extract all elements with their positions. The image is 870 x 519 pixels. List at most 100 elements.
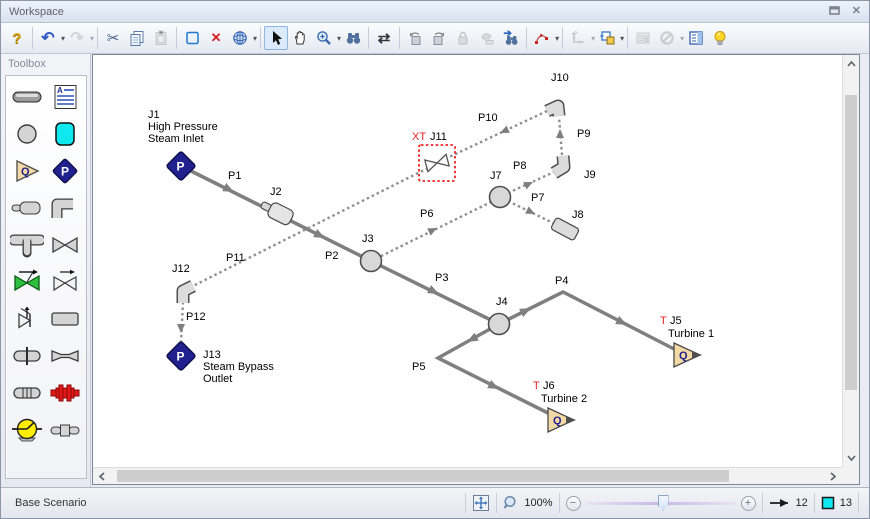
- junction-J10-bend[interactable]: [544, 99, 566, 117]
- horizontal-scroll-thumb[interactable]: [117, 470, 729, 482]
- label-P11[interactable]: P11: [226, 252, 245, 264]
- zoom-out-button[interactable]: −: [565, 495, 581, 511]
- label-J6-prefix[interactable]: T: [533, 380, 540, 392]
- redo-button[interactable]: ↷: [65, 26, 89, 50]
- tool-general-component[interactable]: [47, 306, 83, 332]
- label-P2[interactable]: P2: [325, 250, 338, 262]
- zoom-select-button[interactable]: [312, 26, 336, 50]
- label-P6[interactable]: P6: [420, 208, 433, 220]
- rotate-right-button[interactable]: [427, 26, 451, 50]
- label-J12[interactable]: J12: [172, 263, 190, 275]
- workspace-canvas[interactable]: P Q Q: [92, 54, 860, 485]
- delete-button[interactable]: ✕: [204, 26, 228, 50]
- zoom-in-button[interactable]: +: [740, 495, 756, 511]
- copy-button[interactable]: [125, 26, 149, 50]
- pipe-P8[interactable]: [507, 170, 555, 195]
- pipe-P6[interactable]: [370, 200, 492, 263]
- scroll-down-arrow[interactable]: [843, 451, 859, 465]
- tool-valve[interactable]: [47, 232, 83, 258]
- zoom-to-fit-button[interactable]: [472, 494, 490, 512]
- tool-control-valve[interactable]: [9, 269, 45, 295]
- pan-tool-button[interactable]: [288, 26, 312, 50]
- color-layers-button[interactable]: [595, 26, 619, 50]
- label-J5-prefix[interactable]: T: [660, 315, 667, 327]
- tool-heat-exchanger[interactable]: [47, 380, 83, 406]
- scroll-left-arrow[interactable]: [95, 468, 109, 484]
- tool-tee[interactable]: [9, 232, 45, 258]
- draw-polyline-button[interactable]: [530, 26, 554, 50]
- zoom-dropdown[interactable]: ▾: [337, 33, 342, 43]
- tool-pipe[interactable]: [9, 84, 45, 110]
- label-P8[interactable]: P8: [513, 160, 526, 172]
- find-assistant-button[interactable]: [499, 26, 523, 50]
- scale-axis-button[interactable]: [566, 26, 590, 50]
- tool-screen[interactable]: [9, 380, 45, 406]
- tool-tank[interactable]: [47, 121, 83, 147]
- label-J13-line1[interactable]: Steam Bypass: [203, 361, 274, 373]
- label-J6-name[interactable]: Turbine 2: [541, 393, 587, 405]
- rotate-left-button[interactable]: [403, 26, 427, 50]
- help-button[interactable]: ?: [5, 26, 29, 50]
- label-J8[interactable]: J8: [572, 209, 584, 221]
- tool-area-change[interactable]: [9, 195, 45, 221]
- junction-J12-bend[interactable]: [176, 280, 196, 303]
- junction-J11-valve-selected[interactable]: [418, 144, 456, 182]
- zoom-slider-thumb[interactable]: [657, 495, 669, 511]
- tips-button[interactable]: [708, 26, 732, 50]
- junction-J3-branch[interactable]: [359, 249, 383, 273]
- redo-dropdown[interactable]: ▾: [90, 33, 95, 43]
- tool-orifice[interactable]: [9, 343, 45, 369]
- tool-bend[interactable]: [47, 195, 83, 221]
- tool-relief-valve[interactable]: [9, 306, 45, 332]
- join-button[interactable]: [475, 26, 499, 50]
- tool-assigned-flow[interactable]: Q: [9, 158, 45, 184]
- label-J1-line2[interactable]: Steam Inlet: [148, 133, 204, 145]
- tool-compressor-fan[interactable]: [9, 417, 45, 443]
- junction-J5-turbine[interactable]: Q: [673, 341, 702, 369]
- label-J2[interactable]: J2: [270, 186, 282, 198]
- label-J11-prefix[interactable]: XT: [412, 131, 426, 143]
- label-P10[interactable]: P10: [478, 112, 498, 124]
- junction-J8-dead-end[interactable]: [550, 217, 580, 241]
- tool-annotation[interactable]: A: [47, 84, 83, 110]
- junction-J2-area-change[interactable]: [258, 197, 295, 226]
- pipe-P3[interactable]: [370, 259, 500, 326]
- label-J9[interactable]: J9: [584, 169, 596, 181]
- label-J5[interactable]: J5: [670, 315, 682, 327]
- pointer-tool-button[interactable]: [264, 26, 289, 50]
- pipe-P4[interactable]: [498, 290, 677, 352]
- label-J13[interactable]: J13: [203, 349, 221, 361]
- undo-button[interactable]: ↶: [36, 26, 60, 50]
- junction-J9-bend[interactable]: [550, 155, 571, 179]
- label-J7[interactable]: J7: [490, 170, 502, 182]
- find-button[interactable]: [341, 26, 365, 50]
- junction-J7-branch[interactable]: [488, 185, 512, 209]
- lock-button[interactable]: [451, 26, 475, 50]
- pipe-network-diagram[interactable]: P Q Q: [93, 55, 844, 471]
- label-J6[interactable]: J6: [543, 380, 555, 392]
- pipe-P9[interactable]: [556, 116, 564, 156]
- label-J1[interactable]: J1: [148, 109, 160, 121]
- tool-venturi[interactable]: [47, 343, 83, 369]
- reverse-direction-button[interactable]: ⇄: [372, 26, 396, 50]
- globe-dropdown[interactable]: ▾: [253, 33, 258, 43]
- pipe-P5[interactable]: [434, 322, 549, 415]
- tool-assigned-pressure[interactable]: P: [47, 158, 83, 184]
- tool-branch[interactable]: [9, 121, 45, 147]
- tool-three-way-valve[interactable]: [47, 269, 83, 295]
- polyline-dropdown[interactable]: ▾: [555, 33, 560, 43]
- pipe-P10[interactable]: [446, 109, 548, 160]
- label-J10[interactable]: J10: [551, 72, 569, 84]
- close-window-button[interactable]: ✕: [851, 5, 861, 17]
- junction-J1-assigned-pressure[interactable]: P: [166, 151, 196, 181]
- label-J13-line2[interactable]: Outlet: [203, 373, 232, 385]
- scroll-right-arrow[interactable]: [826, 468, 840, 484]
- pipe-P11[interactable]: [190, 166, 429, 289]
- paste-button[interactable]: [149, 26, 173, 50]
- restore-window-button[interactable]: [828, 5, 840, 18]
- label-P12[interactable]: P12: [186, 311, 206, 323]
- label-J1-line1[interactable]: High Pressure: [148, 121, 218, 133]
- junction-J6-turbine[interactable]: Q: [547, 406, 576, 434]
- label-P4[interactable]: P4: [555, 275, 568, 287]
- label-J4[interactable]: J4: [496, 296, 508, 308]
